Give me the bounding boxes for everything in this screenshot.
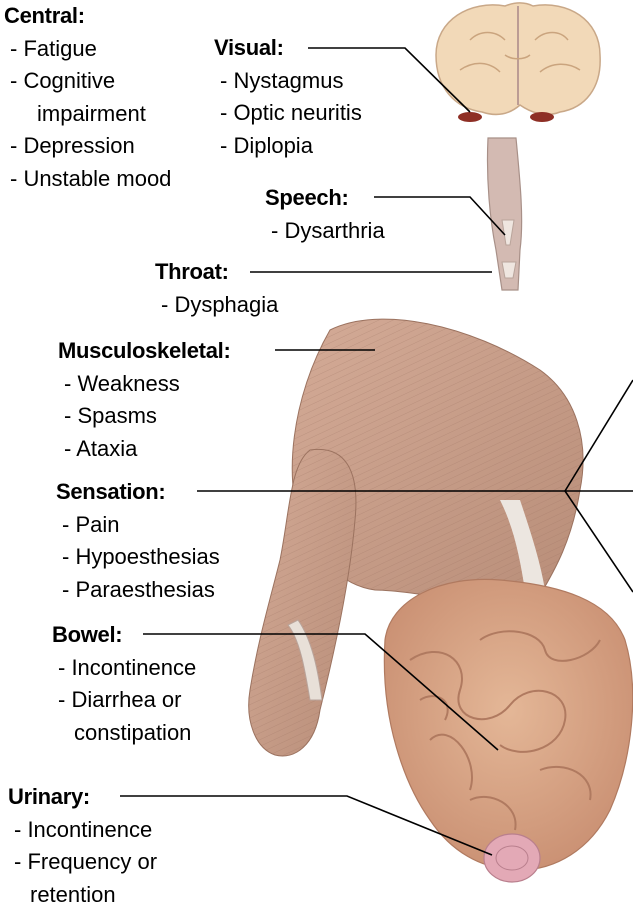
central-title: Central: — [4, 0, 171, 33]
musculoskeletal-item: - Spasms — [58, 400, 230, 433]
bowel-title: Bowel: — [52, 619, 196, 652]
sensation-item: - Hypoesthesias — [56, 541, 220, 574]
speech-item: - Dysarthria — [265, 215, 385, 248]
central-item: - Fatigue — [4, 33, 171, 66]
central-item: - Unstable mood — [4, 163, 171, 196]
urinary-item: - Incontinence — [8, 814, 157, 847]
sensation-title: Sensation: — [56, 476, 220, 509]
central-item: - Cognitive — [4, 65, 171, 98]
bladder-illustration — [484, 834, 540, 882]
spine-illustration — [487, 138, 521, 290]
label-bowel: Bowel: - Incontinence - Diarrhea or cons… — [52, 619, 196, 749]
visual-item: - Optic neuritis — [214, 97, 362, 130]
label-throat: Throat: - Dysphagia — [155, 256, 278, 321]
urinary-item: - Frequency or — [8, 846, 157, 879]
urinary-item: retention — [8, 879, 157, 911]
label-musculoskeletal: Musculoskeletal: - Weakness - Spasms - A… — [58, 335, 230, 465]
musculoskeletal-item: - Weakness — [58, 368, 230, 401]
sensation-item: - Paraesthesias — [56, 574, 220, 607]
sensation-item: - Pain — [56, 509, 220, 542]
musculoskeletal-title: Musculoskeletal: — [58, 335, 230, 368]
bowel-item: - Incontinence — [52, 652, 196, 685]
bowel-item: - Diarrhea or — [52, 684, 196, 717]
throat-item: - Dysphagia — [155, 289, 278, 322]
visual-item: - Diplopia — [214, 130, 362, 163]
brain-illustration — [436, 3, 600, 122]
label-speech: Speech: - Dysarthria — [265, 182, 385, 247]
speech-title: Speech: — [265, 182, 385, 215]
urinary-title: Urinary: — [8, 781, 157, 814]
central-item: impairment — [4, 98, 171, 131]
label-central: Central: - Fatigue - Cognitive impairmen… — [4, 0, 171, 195]
label-visual: Visual: - Nystagmus - Optic neuritis - D… — [214, 32, 362, 162]
label-urinary: Urinary: - Incontinence - Frequency or r… — [8, 781, 157, 911]
throat-title: Throat: — [155, 256, 278, 289]
central-item: - Depression — [4, 130, 171, 163]
musculoskeletal-item: - Ataxia — [58, 433, 230, 466]
visual-title: Visual: — [214, 32, 362, 65]
visual-item: - Nystagmus — [214, 65, 362, 98]
bowel-item: constipation — [52, 717, 196, 750]
label-sensation: Sensation: - Pain - Hypoesthesias - Para… — [56, 476, 220, 606]
